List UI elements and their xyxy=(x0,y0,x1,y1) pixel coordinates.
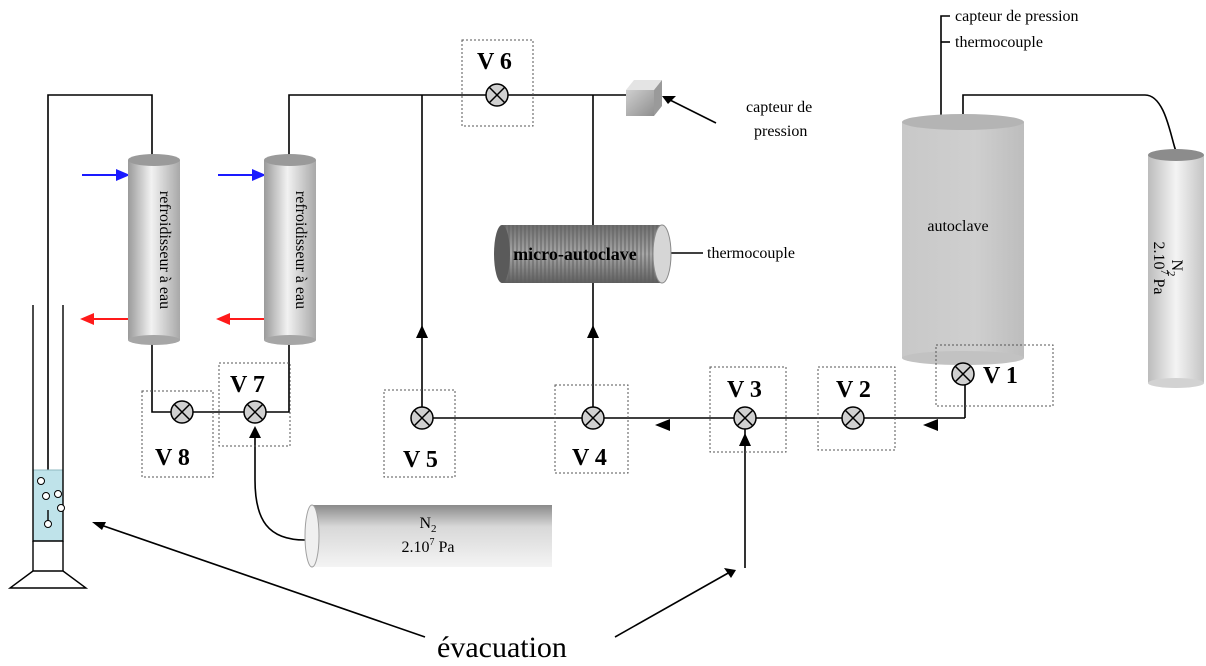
water-cooler-2: refroidisseur à eau xyxy=(264,154,316,345)
valve-v3-label: V 3 xyxy=(727,377,762,403)
autoclave-label: autoclave xyxy=(927,218,988,235)
n2-horizontal-formula: N2 xyxy=(419,515,436,535)
hot-water-outlet-2 xyxy=(216,313,264,325)
valve-v1[interactable]: V 1 xyxy=(935,344,1054,407)
valve-v8-label: V 8 xyxy=(155,445,190,471)
valve-v4-label: V 4 xyxy=(572,445,607,471)
valve-v1-label: V 1 xyxy=(983,363,1018,389)
water-cooler-1: refroidisseur à eau xyxy=(128,154,180,345)
pressure-sensor-label-line1: capteur de xyxy=(746,99,812,116)
pressure-sensor xyxy=(626,80,662,116)
pressure-sensor-label-line2: pression xyxy=(754,123,807,140)
evacuation-label: évacuation xyxy=(437,631,567,664)
valve-v3[interactable]: V 3 xyxy=(709,366,787,453)
valve-v2-label: V 2 xyxy=(836,377,871,403)
cold-water-inlet-1 xyxy=(82,169,130,181)
top-sensor-label-pressure: capteur de pression xyxy=(955,8,1079,25)
valve-v7-label: V 7 xyxy=(230,372,265,398)
valve-v6[interactable]: V 6 xyxy=(461,39,534,127)
micro-autoclave: micro-autoclave xyxy=(494,224,672,284)
valve-v5[interactable]: V 5 xyxy=(383,389,456,478)
piping xyxy=(47,15,1179,638)
hot-water-outlet-1 xyxy=(80,313,128,325)
n2-vertical-formula: N2 xyxy=(1165,259,1185,276)
autoclave: autoclave xyxy=(902,114,1024,365)
evacuation-vessel xyxy=(7,305,89,589)
cooler-2-label: refroidisseur à eau xyxy=(292,191,309,309)
valve-v6-label: V 6 xyxy=(477,49,512,75)
top-sensor-label-thermocouple: thermocouple xyxy=(955,34,1043,51)
valve-v4[interactable]: V 4 xyxy=(554,384,629,474)
valve-v7[interactable]: V 7 xyxy=(218,362,291,447)
valve-v2[interactable]: V 2 xyxy=(817,366,896,451)
valve-v8[interactable]: V 8 xyxy=(141,390,214,478)
valve-v5-label: V 5 xyxy=(403,447,438,473)
thermocouple-side-label: thermocouple xyxy=(707,245,795,262)
n2-vertical-pressure: 2.107 Pa xyxy=(1150,242,1169,295)
micro-autoclave-label: micro-autoclave xyxy=(513,244,637,264)
cold-water-inlet-2 xyxy=(218,169,266,181)
n2-horizontal-pressure: 2.107 Pa xyxy=(402,537,455,556)
cooler-1-label: refroidisseur à eau xyxy=(156,191,173,309)
n2-bottle-horizontal: N2 2.107 Pa xyxy=(304,504,552,568)
n2-bottle-vertical: N2 2.107 Pa xyxy=(1148,149,1204,388)
